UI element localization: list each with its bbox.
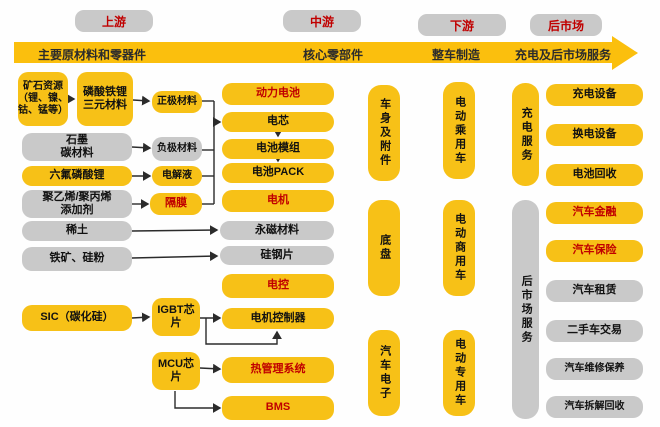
node-charging-service[interactable]: 充电服务 bbox=[512, 83, 539, 186]
node-bms[interactable]: BMS bbox=[222, 396, 334, 420]
node-battery-swap-equipment[interactable]: 换电设备 bbox=[546, 124, 643, 146]
stage-label: 下游 bbox=[449, 18, 474, 33]
banner-segment-vehicle: 整车制造 bbox=[432, 48, 481, 62]
node-battery-module[interactable]: 电池模组 bbox=[222, 139, 334, 159]
node-igbt-chip[interactable]: IGBT芯 片 bbox=[152, 298, 200, 336]
node-battery-recycling[interactable]: 电池回收 bbox=[546, 164, 643, 186]
node-chassis[interactable]: 底盘 bbox=[368, 200, 400, 296]
stage-label: 中游 bbox=[309, 14, 334, 29]
stage-label: 后市场 bbox=[547, 18, 584, 33]
node-rare-earth[interactable]: 稀土 bbox=[22, 221, 132, 241]
banner-arrow-bar bbox=[14, 42, 612, 63]
node-thermal-management[interactable]: 热管理系统 bbox=[222, 357, 334, 383]
node-body-and-accessories[interactable]: 车身及附件 bbox=[368, 85, 400, 181]
node-commercial-ev[interactable]: 电动商用车 bbox=[443, 200, 475, 296]
node-charging-equipment[interactable]: 充电设备 bbox=[546, 84, 643, 106]
banner-segment-components: 核心零部件 bbox=[303, 48, 364, 62]
node-cathode-material[interactable]: 正极材料 bbox=[152, 91, 202, 113]
node-pe-pp-additives[interactable]: 聚乙烯/聚丙烯 添加剂 bbox=[22, 190, 132, 218]
node-motor-controller[interactable]: 电机控制器 bbox=[222, 308, 334, 329]
node-lfp-ternary-material[interactable]: 磷酸铁锂 三元材料 bbox=[77, 72, 133, 126]
node-sic[interactable]: SIC（碳化硅） bbox=[22, 305, 132, 331]
node-lipf6[interactable]: 六氟磷酸锂 bbox=[22, 166, 132, 186]
node-anode-material[interactable]: 负极材料 bbox=[152, 137, 202, 161]
node-graphite-carbon[interactable]: 石墨 碳材料 bbox=[22, 133, 132, 161]
node-iron-ore-silicon[interactable]: 铁矿、硅粉 bbox=[22, 247, 132, 271]
node-aftermarket-service[interactable]: 后市场服务 bbox=[512, 200, 539, 419]
stage-pill-aftermarket: 后市场 bbox=[530, 14, 602, 36]
node-battery-pack[interactable]: 电池PACK bbox=[222, 163, 334, 183]
node-electric-control[interactable]: 电控 bbox=[222, 274, 334, 298]
stage-pill-upstream: 上游 bbox=[75, 10, 153, 32]
node-automotive-electronics[interactable]: 汽车电子 bbox=[368, 330, 400, 416]
stage-pill-midstream: 中游 bbox=[283, 10, 361, 32]
node-silicon-steel[interactable]: 硅钢片 bbox=[220, 246, 334, 265]
node-used-car-trading[interactable]: 二手车交易 bbox=[546, 320, 643, 342]
node-maintenance-repair[interactable]: 汽车维修保养 bbox=[546, 358, 643, 380]
banner-segment-materials: 主要原材料和零器件 bbox=[38, 48, 147, 62]
node-car-rental[interactable]: 汽车租赁 bbox=[546, 280, 643, 302]
node-special-purpose-ev[interactable]: 电动专用车 bbox=[443, 330, 475, 416]
node-auto-insurance[interactable]: 汽车保险 bbox=[546, 240, 643, 262]
banner-segment-aftermarket: 充电及后市场服务 bbox=[515, 48, 612, 62]
banner-arrow-head-icon bbox=[612, 36, 638, 70]
node-separator[interactable]: 隔膜 bbox=[150, 193, 202, 215]
node-electrolyte[interactable]: 电解液 bbox=[152, 166, 202, 186]
node-ore-resources[interactable]: 矿石资源（锂、镍、钴、锰等） bbox=[18, 72, 68, 126]
stage-label: 上游 bbox=[101, 14, 126, 29]
node-electric-motor[interactable]: 电机 bbox=[222, 190, 334, 212]
stage-pill-downstream: 下游 bbox=[418, 14, 506, 36]
node-mcu-chip[interactable]: MCU芯 片 bbox=[152, 352, 200, 390]
node-permanent-magnet[interactable]: 永磁材料 bbox=[220, 221, 334, 240]
node-passenger-ev[interactable]: 电动乘用车 bbox=[443, 82, 475, 179]
node-power-battery[interactable]: 动力电池 bbox=[222, 83, 334, 105]
node-auto-finance[interactable]: 汽车金融 bbox=[546, 202, 643, 224]
node-battery-cell[interactable]: 电芯 bbox=[222, 112, 334, 132]
node-dismantling-recycling[interactable]: 汽车拆解回收 bbox=[546, 396, 643, 418]
